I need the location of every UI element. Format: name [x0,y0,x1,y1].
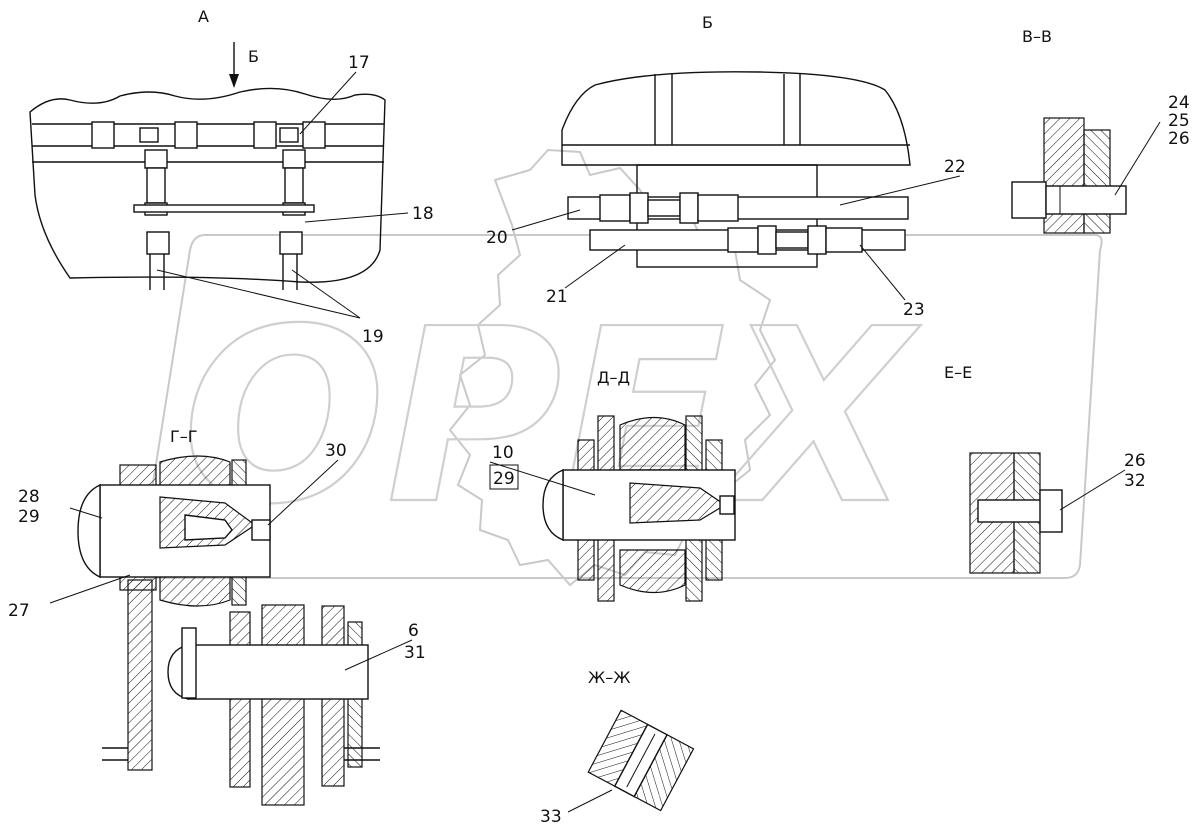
view-d-d: Д–Д 10 29 [489,368,736,602]
callout-31: 31 [404,643,426,663]
callout-26-b: 26 [1124,451,1146,471]
tank-outline [561,71,911,166]
view-label-g-g: Г–Г [170,427,198,446]
bracket-plate [133,204,315,213]
callout-33: 33 [540,807,562,827]
view-g-g: Г–Г 30 28 29 27 [8,427,347,771]
callout-30: 30 [325,441,347,461]
callout-19: 19 [362,327,384,347]
pipe-21 [589,225,906,255]
callout-17: 17 [348,53,370,73]
leader-lines-g [49,459,339,604]
tee-fitting-left [91,121,198,290]
callout-29-a: 29 [18,507,40,527]
callout-26-a: 26 [1168,129,1190,149]
leader-lines-a [156,71,409,319]
view-label-a: А [198,7,209,26]
callout-24: 24 [1168,93,1190,113]
callout-6: 6 [408,621,419,641]
view-b: Б 20 21 22 [486,13,966,320]
leader-lines-b [511,175,961,301]
callout-25: 25 [1168,111,1190,131]
callout-27: 27 [8,601,30,621]
callout-32: 32 [1124,471,1146,491]
callout-22: 22 [944,157,966,177]
view-label-b: Б [702,13,713,32]
callout-28: 28 [18,487,40,507]
frame-29 [489,464,519,490]
pin-assembly-6-31: 6 31 [167,604,426,806]
view-v-v: В–В 24 25 26 [1011,27,1190,234]
callout-29-b: 29 [493,469,515,489]
callout-20: 20 [486,228,508,248]
view-e-e: Е–Е 26 32 [944,363,1146,574]
view-a: А Б [29,7,434,347]
view-label-d-d: Д–Д [597,368,630,387]
view-arrow-label-b: Б [248,47,259,66]
view-zh-zh: Ж–Ж 33 [540,668,695,827]
housing-outline [29,87,386,283]
pipe-20 [567,192,909,224]
callout-10: 10 [492,443,514,463]
view-arrow [229,42,239,88]
callout-21: 21 [546,287,568,307]
view-label-zh-zh: Ж–Ж [588,668,630,687]
callout-18: 18 [412,204,434,224]
view-label-v-v: В–В [1022,27,1052,46]
callout-23: 23 [903,300,925,320]
view-label-e-e: Е–Е [944,363,972,382]
